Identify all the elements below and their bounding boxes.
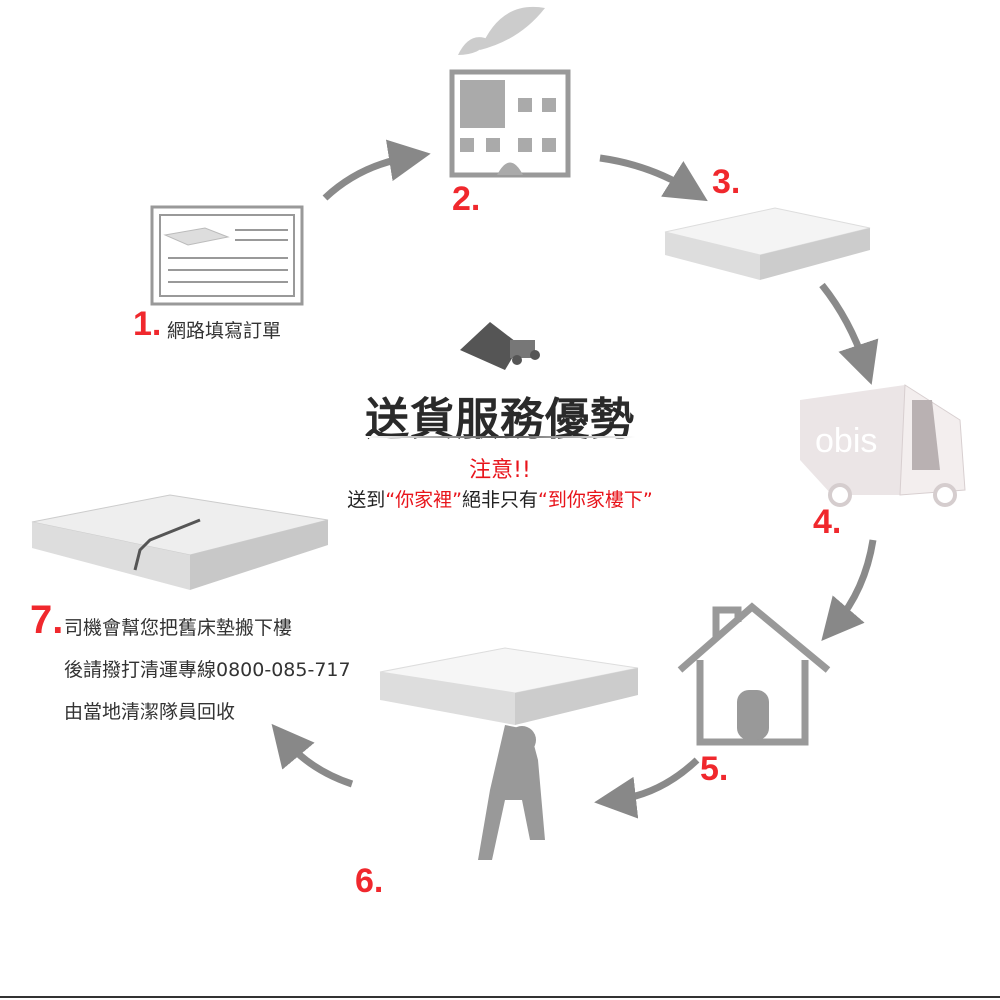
carrier-icon [379, 647, 639, 860]
arrows [271, 139, 879, 819]
arrow-3-4 [819, 282, 879, 385]
step-2-number: 2. [452, 180, 481, 218]
arrow-2-3 [599, 154, 708, 202]
arrow-4-5 [821, 539, 877, 641]
text-part: 送到 [347, 489, 386, 511]
house-icon [677, 602, 831, 746]
small-truck-icon [460, 322, 540, 370]
arrow-6-7 [271, 723, 354, 788]
step-7-line-3: 由當地清潔隊員回收 [64, 701, 236, 723]
notice-heading: 注意!! [469, 458, 531, 483]
truck-icon: obis [800, 384, 966, 507]
highlight-downstairs: “到你家樓下” [538, 489, 653, 511]
arrow-5-6 [594, 757, 700, 819]
step-1-text: 網路填寫訂單 [167, 320, 282, 342]
text-part: 絕非只有 [462, 489, 539, 511]
step-7-number: 7. [30, 598, 64, 642]
truck-logo: obis [815, 422, 877, 460]
broken-mattress-icon [31, 494, 329, 590]
factory-icon [449, 6, 571, 178]
step-5-number: 5. [700, 750, 729, 788]
step-6-number: 6. [355, 862, 384, 900]
step-3-number: 3. [712, 163, 741, 201]
bottom-divider [0, 996, 1000, 998]
title-divider [365, 436, 635, 438]
form-icon [150, 205, 304, 306]
step-7-line-1: 司機會幫您把舊床墊搬下樓 [64, 617, 293, 639]
arrow-1-2 [322, 139, 431, 201]
step-1-number: 1. [133, 305, 162, 343]
step-7-line-2: 後請撥打清運專線0800-085-717 [64, 659, 351, 681]
step-4-number: 4. [813, 503, 842, 541]
notice-text: 送到“你家裡”絕非只有“到你家樓下” [0, 485, 1000, 512]
mattress-icon-3 [664, 207, 871, 280]
highlight-home: “你家裡” [385, 489, 462, 511]
